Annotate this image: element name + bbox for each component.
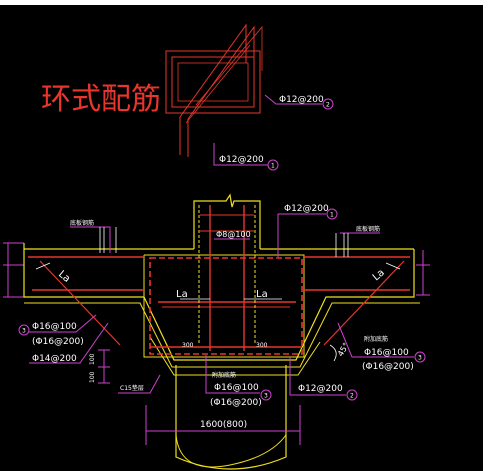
width-dimension: 1600(800): [200, 420, 247, 430]
additional-bottom-rebar-note-right: 附加底筋: [364, 335, 388, 343]
slab-top-rebar-label: Φ12@200: [284, 204, 329, 214]
left-rebar-label-1: Φ16@100: [32, 322, 77, 332]
bedding-c15-label: C15垫层: [120, 384, 144, 392]
la-label-inner-left: La: [176, 289, 188, 300]
drawing-title: 环式配筋: [41, 82, 161, 117]
right-rebar-label-2: (Φ16@200): [362, 362, 414, 372]
additional-bottom-rebar-note-center: 附加底筋: [212, 371, 236, 379]
circle-marker-1: 1: [271, 163, 275, 170]
foundation-section: La La La La 底板钢筋 底板钢筋 Φ8@100 Φ12@200 1 3…: [3, 193, 430, 470]
la-label-inner-right: La: [256, 289, 268, 300]
circle-marker-3-left: 3: [22, 328, 26, 335]
center-rebar-label-2: (Φ16@200): [210, 398, 262, 408]
la-label-outer-left: La: [56, 269, 72, 285]
slab-rebar-label-left: 底板钢筋: [70, 219, 94, 227]
circle-marker-3-center: 3: [264, 393, 268, 400]
rebar-detail-drawing: 环式配筋 Φ12@200 2 Φ12@200 1: [3, 23, 430, 470]
bottom-rebar-label: Φ12@200: [298, 384, 343, 394]
dimension-300-right: 300: [256, 342, 268, 349]
circle-marker-3-right: 3: [418, 355, 422, 362]
left-rebar-label-2: (Φ16@200): [32, 337, 84, 347]
dimension-300-left: 300: [182, 342, 194, 349]
right-rebar-label-1: Φ16@100: [364, 348, 409, 358]
circle-marker-2: 2: [326, 102, 330, 109]
dimension-100-b: 100: [89, 371, 96, 383]
slab-rebar-label-right: 底板钢筋: [356, 225, 380, 233]
circle-marker-2-bottom: 2: [350, 393, 354, 400]
ring-rebar-label-2: Φ12@200: [279, 95, 324, 105]
circle-marker-1b: 1: [330, 212, 334, 219]
left-rebar-label-3: Φ14@200: [32, 354, 77, 364]
dimension-100-a: 100: [89, 353, 96, 365]
ring-rebar-detail: 环式配筋 Φ12@200 2 Φ12@200 1: [41, 23, 334, 171]
cad-drawing-canvas: 环式配筋 Φ12@200 2 Φ12@200 1: [0, 5, 483, 471]
column-tie-label: Φ8@100: [216, 230, 251, 239]
center-rebar-label-1: Φ16@100: [214, 383, 259, 393]
ring-rebar-label-1: Φ12@200: [219, 155, 264, 165]
